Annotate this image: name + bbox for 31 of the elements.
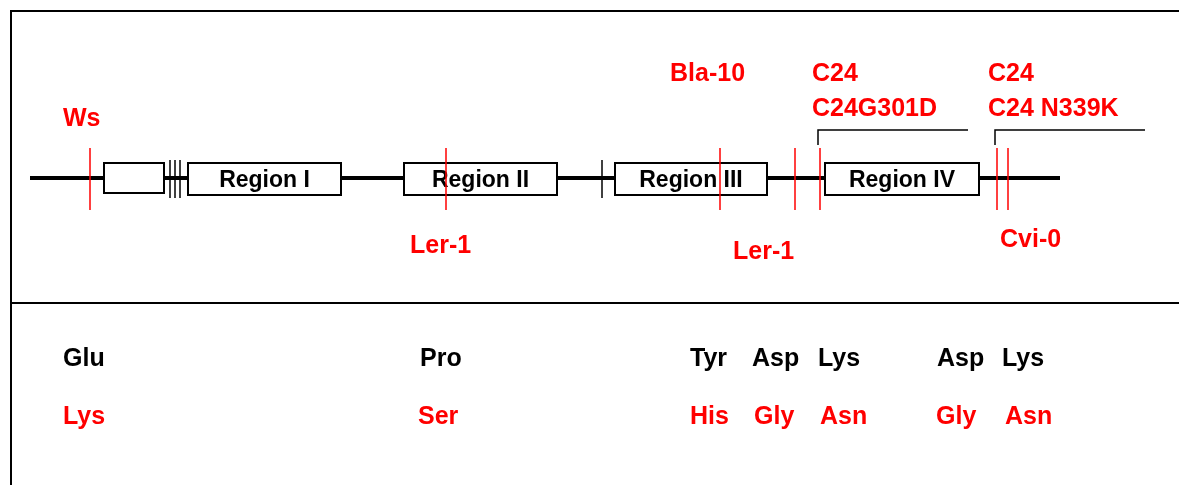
region-box: Region I [187,162,342,196]
region-box: Region IV [824,162,980,196]
amino-acid-label: Tyr [690,345,728,370]
amino-acid-label: Glu [63,345,105,370]
amino-acid-label: Lys [63,403,106,428]
amino-acid-label: Asp [752,345,800,370]
allele-label: Ler-1 [410,232,472,257]
region-box: Region III [614,162,768,196]
allele-label: C24 [812,60,858,85]
gene-line [768,176,824,180]
amino-acid-label: Ser [418,403,459,428]
amino-acid-label: Asn [820,403,868,428]
allele-label: C24 N339K [988,95,1119,120]
gene-line [342,176,403,180]
allele-label: Ler-1 [733,238,795,263]
amino-acid-label: His [690,403,729,428]
amino-acid-label: Lys [818,345,861,370]
amino-acid-label: Gly [754,403,795,428]
gene-line [165,176,187,180]
amino-acid-label: Asp [937,345,985,370]
exon-box [103,162,165,194]
allele-label: Bla-10 [670,60,746,85]
amino-acid-label: Asn [1005,403,1053,428]
amino-acid-label: Pro [420,345,462,370]
amino-acid-label: Gly [936,403,977,428]
gene-line [558,176,614,180]
allele-label: C24G301D [812,95,938,120]
allele-label: Cvi-0 [1000,226,1062,251]
allele-label: Ws [63,105,101,130]
allele-label: C24 [988,60,1034,85]
amino-acid-label: Lys [1002,345,1045,370]
